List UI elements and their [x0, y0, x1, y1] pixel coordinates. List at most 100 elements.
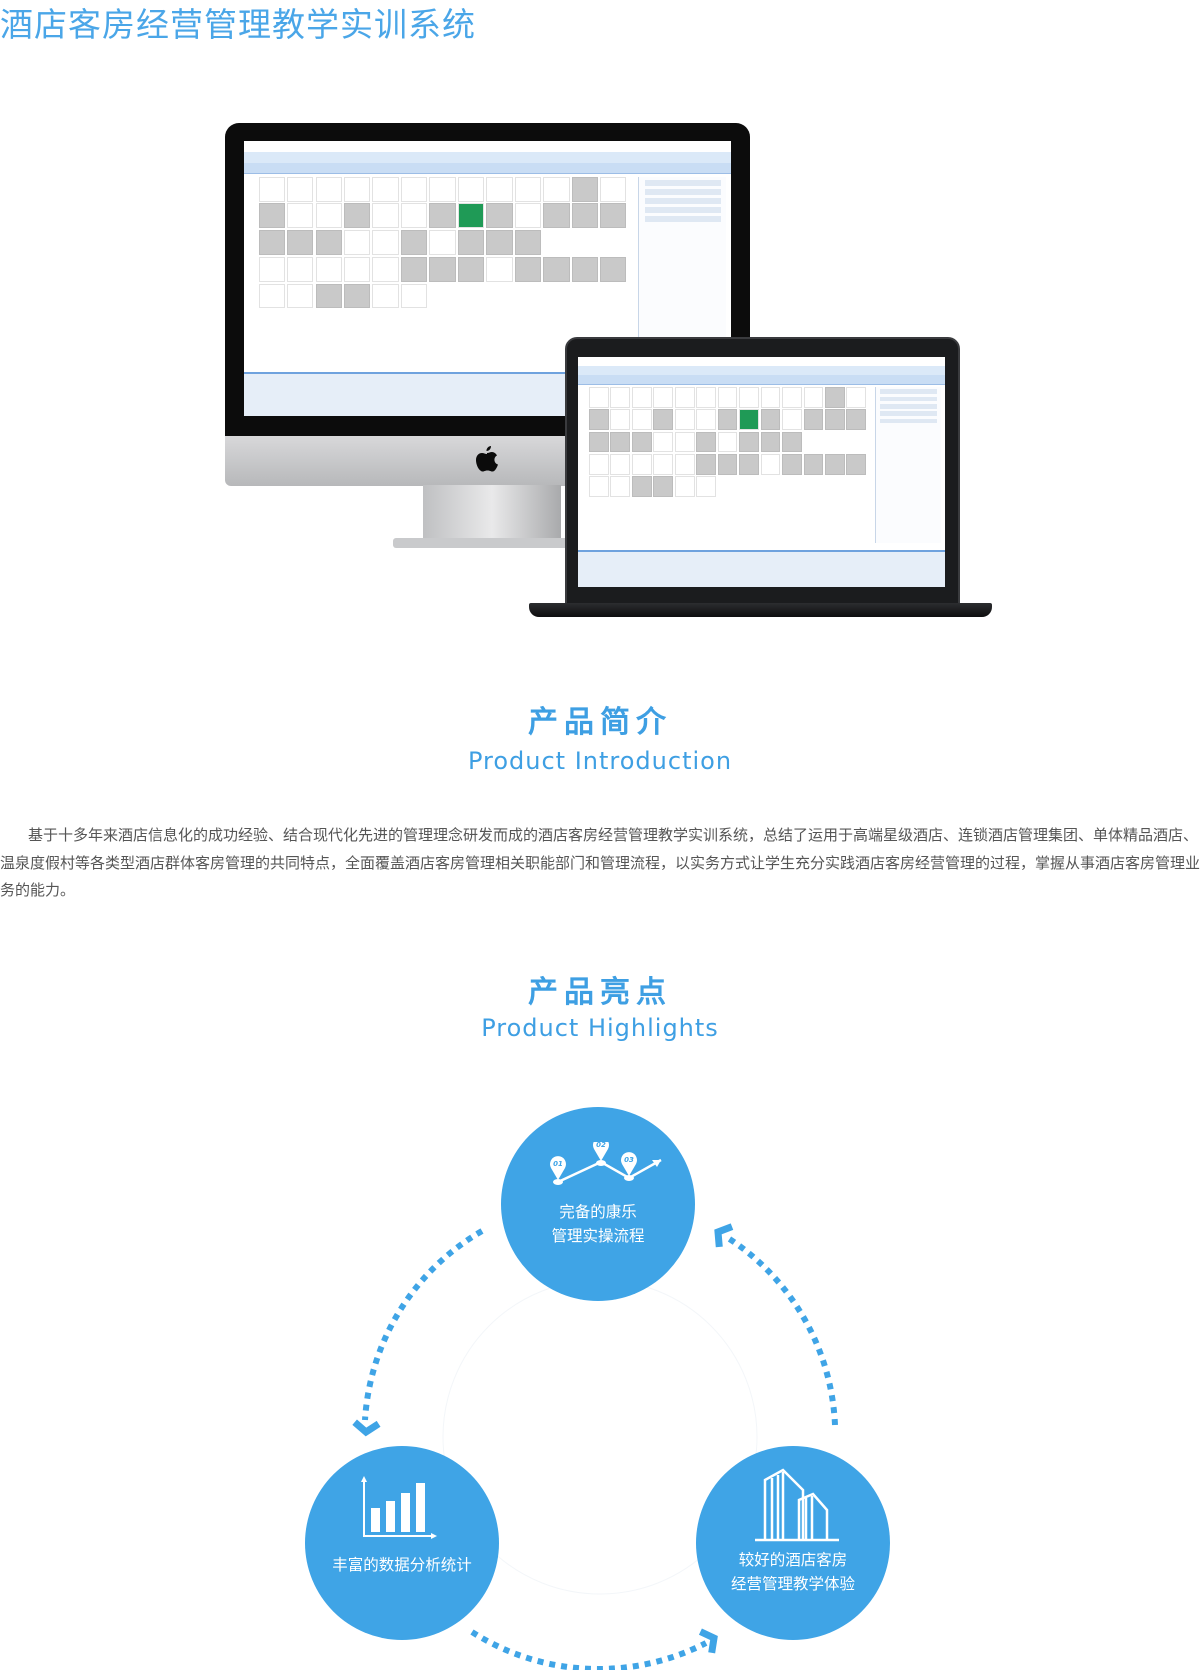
arrow-arc-bottom: [470, 1629, 708, 1670]
chevron-right-icon: [698, 1628, 718, 1654]
room-cell: [653, 431, 674, 453]
arrow-arc-left: [362, 1228, 484, 1421]
room-cell: [803, 409, 824, 430]
intro-heading: 产品简介: [528, 705, 672, 740]
room-cell: [696, 386, 717, 408]
room-cell: [782, 453, 802, 475]
room-cell: [824, 386, 845, 408]
room-cell: [457, 203, 485, 229]
room-cell: [717, 409, 738, 430]
room-cell: [696, 431, 717, 453]
room-cell: [315, 256, 342, 282]
room-cell: [717, 386, 738, 408]
room-cell: [372, 256, 399, 282]
chevron-up-left-icon: [714, 1223, 734, 1248]
room-cell: [315, 203, 342, 229]
room-cell: [372, 230, 399, 256]
room-cell: [400, 230, 428, 256]
highlight-line: 完备的康乐: [559, 1203, 637, 1221]
room-cell: [287, 256, 314, 282]
room-cell: [782, 386, 802, 408]
room-cell: [717, 453, 738, 475]
room-cell: [600, 176, 627, 202]
room-cell: [824, 409, 845, 430]
room-cell: [653, 453, 674, 475]
room-cell: [589, 409, 609, 430]
room-cell: [486, 256, 513, 282]
room-cell: [287, 176, 314, 202]
room-cell: [674, 476, 695, 498]
room-cell: [631, 431, 652, 453]
room-cell: [600, 203, 627, 229]
svg-text:01: 01: [553, 1160, 563, 1168]
room-cell: [457, 230, 485, 256]
room-cell: [760, 453, 781, 475]
room-cell: [846, 409, 867, 430]
room-cell: [782, 431, 802, 453]
room-cell: [486, 203, 513, 229]
room-cell: [631, 453, 652, 475]
laptop: [565, 337, 960, 605]
room-cell: [631, 476, 652, 498]
room-cell: [400, 283, 428, 309]
room-cell: [571, 176, 598, 202]
page-title: 酒店客房经营管理教学实训系统: [0, 5, 476, 44]
room-cell: [696, 409, 717, 430]
highlight-text: 较好的酒店客房 经营管理教学体验: [696, 1548, 890, 1596]
room-cell: [514, 176, 542, 202]
room-cell: [344, 203, 371, 229]
room-cell: [653, 409, 674, 430]
room-cell: [429, 230, 456, 256]
room-cell: [258, 230, 285, 256]
room-cell: [543, 256, 570, 282]
apple-logo-icon: [476, 446, 498, 472]
room-cell: [610, 386, 631, 408]
bar-chart-icon: [361, 1476, 437, 1539]
room-cell: [315, 283, 342, 309]
room-cell: [571, 256, 598, 282]
room-cell: [653, 386, 674, 408]
room-cell: [717, 431, 738, 453]
room-cell: [514, 203, 542, 229]
room-cell: [372, 203, 399, 229]
room-cell: [457, 256, 485, 282]
highlight-line: 管理实操流程: [551, 1227, 645, 1245]
highlight-line: 经营管理教学体验: [730, 1575, 855, 1593]
highlight-experience: 较好的酒店客房 经营管理教学体验: [696, 1446, 890, 1640]
room-cell: [258, 176, 285, 202]
highlights-heading: 产品亮点: [528, 975, 672, 1010]
highlight-text: 丰富的数据分析统计: [332, 1556, 472, 1574]
room-cell: [696, 453, 717, 475]
room-cell: [631, 386, 652, 408]
room-cell: [372, 176, 399, 202]
buildings-icon: [755, 1468, 839, 1542]
arrow-arc-right: [726, 1235, 838, 1426]
room-cell: [824, 453, 845, 475]
highlight-analytics: 丰富的数据分析统计: [305, 1446, 499, 1640]
room-cell: [631, 409, 652, 430]
room-cell: [315, 176, 342, 202]
room-cell: [739, 386, 759, 408]
room-cell: [543, 203, 570, 229]
intro-paragraph: 基于十多年来酒店信息化的成功经验、结合现代化先进的管理理念研发而成的酒店客房经营…: [0, 826, 1200, 899]
room-cell: [739, 453, 759, 475]
room-cell: [760, 386, 781, 408]
room-cell: [543, 176, 570, 202]
room-cell: [610, 476, 631, 498]
room-cell: [803, 453, 824, 475]
room-cell: [674, 386, 695, 408]
room-cell: [457, 176, 485, 202]
room-cell: [674, 409, 695, 430]
room-cell: [429, 176, 456, 202]
room-cell: [589, 386, 609, 408]
highlight-line: 较好的酒店客房: [738, 1551, 848, 1569]
room-cell: [258, 283, 285, 309]
room-cell: [696, 476, 717, 498]
room-cell: [589, 476, 609, 498]
room-cell: [610, 409, 631, 430]
highlight-text: 完备的康乐 管理实操流程: [501, 1200, 695, 1248]
laptop-base: [529, 603, 992, 617]
